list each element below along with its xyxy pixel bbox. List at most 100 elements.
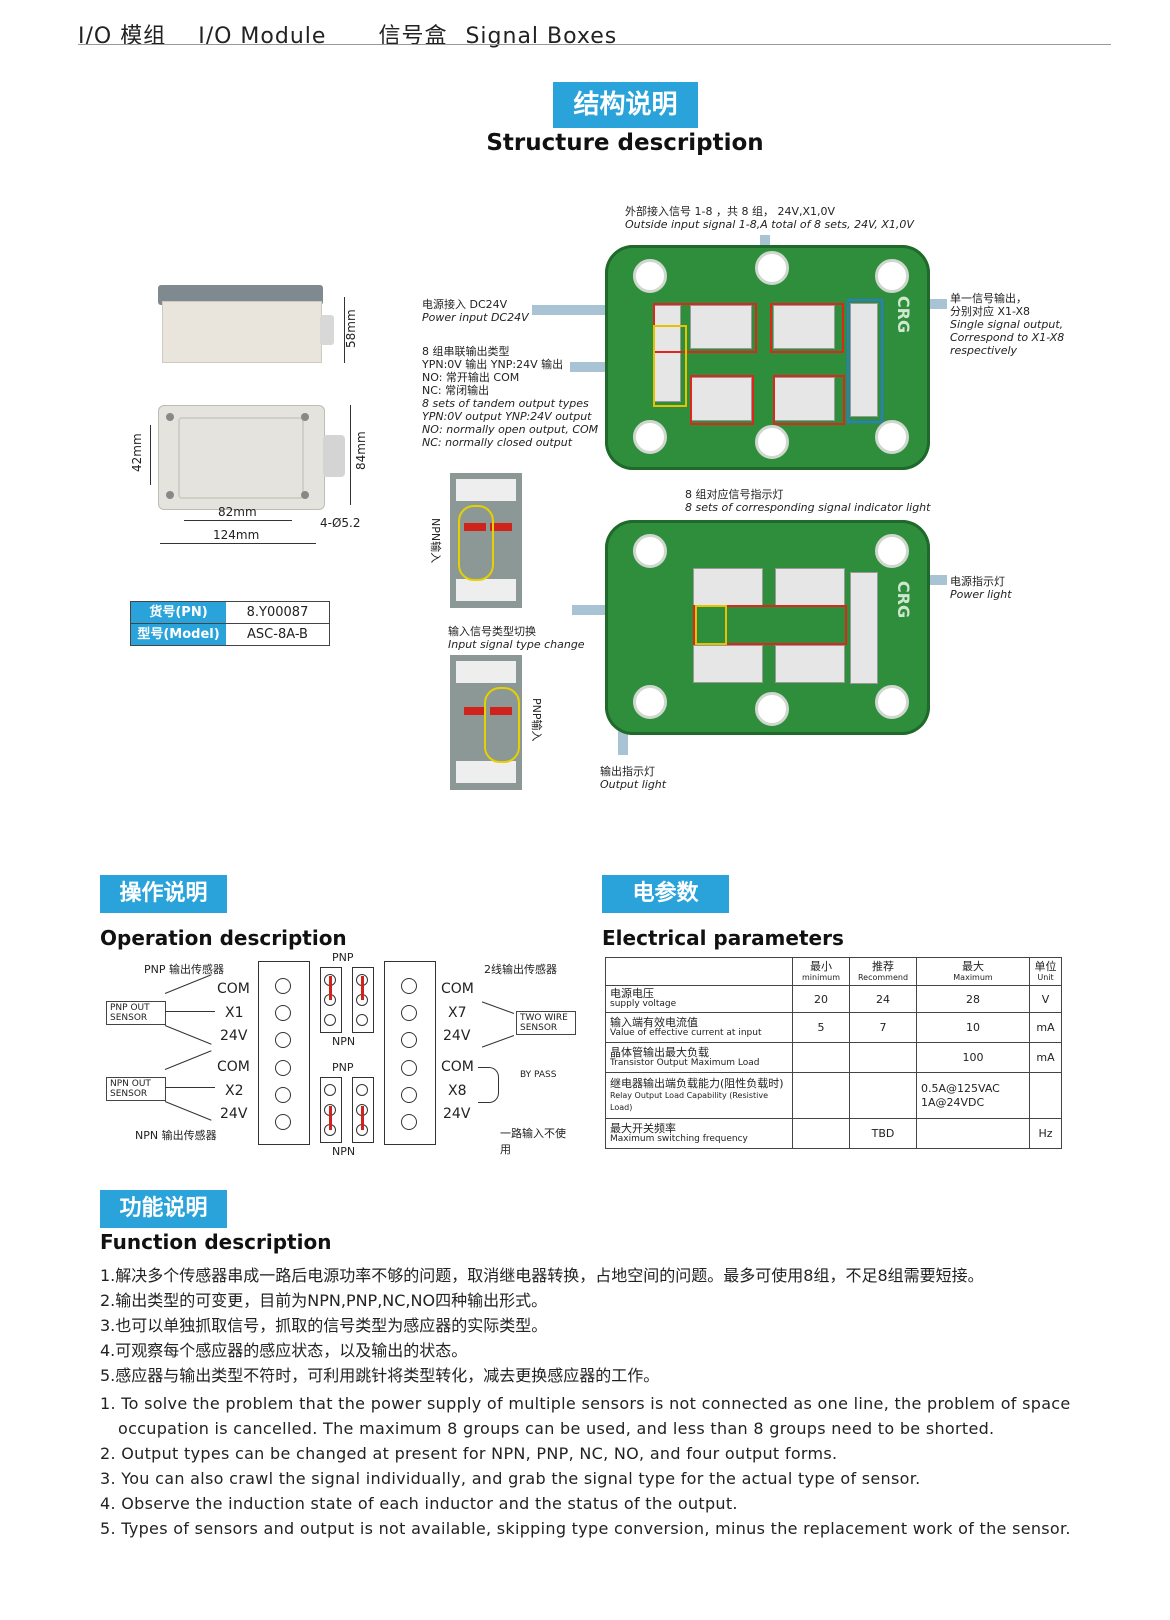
- operation-diagram: PNP 输出传感器 NPN 输出传感器 PNP OUT SENSOR NPN O…: [100, 951, 576, 1165]
- right-com-2: COM: [441, 1059, 474, 1075]
- jumper-pnp-top-label: PNP: [332, 951, 354, 964]
- outside-signal-callout: 外部接入信号 1-8 ，共 8 组， 24V,X1,0V Outside inp…: [625, 205, 914, 231]
- input-change-callout: 输入信号类型切换 Input signal type change: [448, 625, 585, 651]
- npn-in-label: NPN输入: [429, 518, 442, 564]
- tandem-en2: YPN:0V output YNP:24V output: [422, 410, 592, 423]
- header-divider: [78, 44, 1111, 45]
- hdr-max-en: Maximum: [953, 972, 993, 982]
- pcb-top: CRG: [605, 245, 930, 470]
- param-rec: 24: [849, 985, 917, 1013]
- jumper-block-1: [320, 967, 342, 1033]
- param-rec: 7: [849, 1012, 917, 1043]
- tandem-en3: NO: normally open output, COM: [422, 423, 599, 436]
- tandem-cn1: 8 组串联输出类型: [422, 345, 510, 358]
- jumper-block-2: [352, 967, 374, 1033]
- function-en-4: 4. Observe the induction state of each i…: [100, 1494, 738, 1513]
- tandem-cn4: NC: 常闭输出: [422, 384, 490, 397]
- param-name-en: Transistor Output Maximum Load: [610, 1057, 760, 1068]
- power-en: Power input DC24V: [422, 311, 529, 324]
- param-name-en: supply voltage: [610, 999, 677, 1009]
- param-rec: TBD: [849, 1118, 917, 1149]
- jumper-block-4: [352, 1077, 374, 1143]
- left-x1: X1: [225, 1005, 244, 1021]
- param-name-cn: 最大开关频率: [610, 1121, 676, 1135]
- powerlight-en: Power light: [950, 588, 1012, 601]
- electrical-title: Electrical parameters: [602, 926, 844, 950]
- param-min: [792, 1118, 850, 1149]
- param-min: 20: [792, 985, 850, 1013]
- param-name-cn: 电源电压: [610, 987, 654, 1000]
- left-24v-1: 24V: [220, 1028, 248, 1044]
- npn-sensor-cn: NPN 输出传感器: [135, 1129, 217, 1142]
- part-table: 货号(PN) 8.Y00087 型号(Model) ASC-8A-B: [130, 601, 330, 646]
- function-cn-3: 3.也可以单独抓取信号，抓取的信号类型为感应器的实际类型。: [100, 1316, 548, 1335]
- param-unit: [1029, 1072, 1062, 1119]
- terminal-block-right: [384, 961, 436, 1145]
- dim-124: 124mm: [213, 528, 260, 542]
- param-min: [792, 1042, 850, 1073]
- left-com-2: COM: [217, 1059, 250, 1075]
- outside-cn: 外部接入信号 1-8 ，共 8 组， 24V,X1,0V: [625, 205, 836, 218]
- bypass-label: BY PASS: [520, 1070, 557, 1080]
- one-unused-cn: 一路输入不使用: [500, 1127, 566, 1156]
- hdr-unit-cn: 单位: [1034, 959, 1057, 973]
- dim-line-84: [350, 405, 351, 505]
- dim-84: 84mm: [354, 431, 368, 470]
- dim-hole: 4-Ø5.2: [320, 516, 361, 530]
- model-value: ASC-8A-B: [247, 627, 308, 642]
- structure-badge: 结构说明: [553, 82, 698, 128]
- right-24v-1: 24V: [443, 1028, 471, 1044]
- operation-title: Operation description: [100, 926, 347, 950]
- table-row: 继电器输出端负载能力(阻性负载时)Relay Output Load Capab…: [605, 1072, 1062, 1119]
- power-cn: 电源接入 DC24V: [422, 298, 508, 311]
- output-light-callout: 输出指示灯 Output light: [600, 765, 666, 791]
- param-min: [792, 1072, 850, 1119]
- pcb-bottom: CRG: [605, 520, 930, 735]
- param-max: 100: [916, 1042, 1030, 1073]
- param-name-en: Value of effective current at input: [610, 1027, 762, 1038]
- single-cn1: 单一信号输出，: [950, 292, 1027, 305]
- outlight-en: Output light: [600, 778, 667, 791]
- outlight-cn: 输出指示灯: [600, 765, 655, 778]
- hdr-unit-en: Unit: [1037, 972, 1054, 982]
- left-com-1: COM: [217, 981, 250, 997]
- pnp-out-sensor: PNP OUT SENSOR: [106, 1001, 166, 1025]
- tandem-en4: NC: normally closed output: [422, 436, 573, 449]
- single-output-callout: 单一信号输出， 分别对应 X1-X8 Single signal output,…: [950, 292, 1064, 357]
- jumper-pnp-bottom-label: PNP: [332, 1061, 354, 1074]
- box-side-photo: [158, 285, 334, 363]
- single-en3: respectively: [950, 344, 1018, 357]
- header-cn-box: 信号盒: [378, 24, 448, 49]
- function-badge: 功能说明: [100, 1190, 227, 1228]
- function-en-5: 5. Types of sensors and output is not av…: [100, 1519, 1071, 1538]
- hdr-max-cn: 最大: [962, 959, 984, 973]
- npn-out-sensor: NPN OUT SENSOR: [106, 1077, 166, 1101]
- jumper-block-3: [320, 1077, 342, 1143]
- single-en2: Correspond to X1-X8: [950, 331, 1065, 344]
- pn-value: 8.Y00087: [246, 605, 309, 620]
- param-rec: [849, 1072, 917, 1119]
- function-en-2: 2. Output types can be changed at presen…: [100, 1444, 838, 1463]
- indicator-en: 8 sets of corresponding signal indicator…: [685, 501, 931, 514]
- npn-jumper-photo: [450, 473, 522, 608]
- param-name-cn: 晶体管输出最大负载: [610, 1045, 709, 1059]
- function-cn-5: 5.感应器与输出类型不符时，可利用跳针将类型转化，减去更换感应器的工作。: [100, 1366, 660, 1385]
- param-name-cn: 输入端有效电流值: [610, 1015, 698, 1029]
- box-top-photo: [158, 405, 358, 510]
- param-max: 10: [916, 1012, 1030, 1043]
- hdr-min-en: minimum: [802, 972, 840, 982]
- single-en1: Single signal output,: [950, 318, 1064, 331]
- dim-line-58: [344, 297, 345, 363]
- power-light-callout: 电源指示灯 Power light: [950, 575, 1012, 601]
- dim-line-82: [184, 520, 292, 521]
- left-24v-2: 24V: [220, 1106, 248, 1122]
- two-wire-cn: 2线输出传感器: [484, 963, 557, 976]
- dim-82: 82mm: [218, 505, 257, 519]
- brand-bottom: CRG: [893, 580, 913, 619]
- param-unit: V: [1029, 985, 1062, 1013]
- function-en-1b: occupation is cancelled. The maximum 8 g…: [118, 1419, 995, 1438]
- two-wire-sensor: TWO WIRE SENSOR: [516, 1011, 576, 1035]
- page-header: I/O 模组 I/O Module 信号盒 Signal Boxes: [78, 18, 641, 50]
- function-cn-4: 4.可观察每个感应器的感应状态，以及输出的状态。: [100, 1341, 468, 1360]
